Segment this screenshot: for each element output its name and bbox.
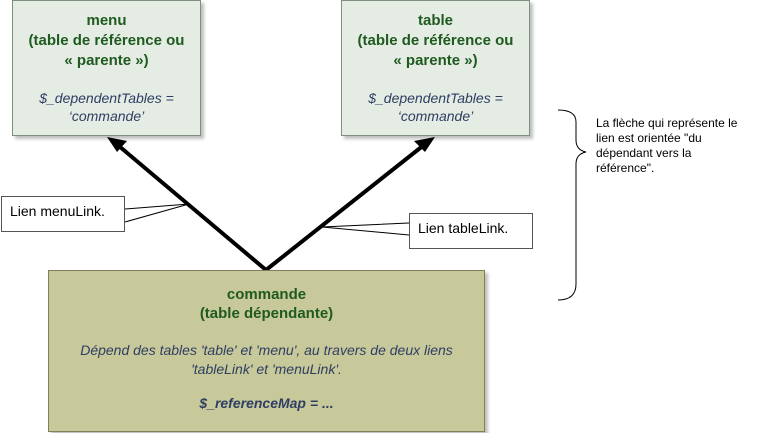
brace-note-line: dépendant vers la — [596, 146, 692, 160]
node-table-var-line: $_dependentTables = — [368, 90, 503, 106]
node-commande-reference-map: $_referenceMap = ... — [199, 395, 334, 411]
node-menu-dependent-tables: $_dependentTables = ‘commande’ — [13, 89, 200, 125]
node-menu-title-line: (table de référence ou — [28, 32, 185, 49]
node-commande-description: Dépend des tables 'table' et 'menu', au … — [49, 341, 484, 379]
node-commande-title-line: commande — [226, 286, 307, 303]
node-menu-title: menu (table de référence ou « parente ») — [13, 11, 200, 71]
node-commande: commande (table dépendante) Dépend des t… — [48, 270, 485, 432]
brace-shape — [557, 109, 587, 301]
node-menu-title-line: « parente ») — [64, 52, 149, 69]
node-table-title-line: table — [417, 12, 453, 29]
arrow-to-table — [264, 139, 431, 272]
arrow-head-menu — [107, 137, 127, 152]
brace-note-line: La flèche qui représente le — [596, 116, 738, 130]
node-commande-desc-line: Dépend des tables 'table' et 'menu', au … — [80, 342, 453, 358]
brace-note-line: référence". — [596, 161, 655, 175]
node-commande-desc-line: 'tableLink' et 'menuLink'. — [191, 361, 342, 377]
node-table-dependent-tables: $_dependentTables = ‘commande’ — [342, 89, 529, 125]
brace-note: La flèche qui représente le lien est ori… — [596, 116, 761, 176]
node-menu-var-line: ‘commande’ — [68, 108, 145, 124]
node-table: table (table de référence ou « parente »… — [341, 0, 530, 136]
arrow-to-menu — [111, 139, 268, 272]
arrow-head-table — [414, 137, 435, 152]
leader-tablelink — [321, 222, 410, 236]
node-table-title-line: « parente ») — [393, 52, 478, 69]
node-menu: menu (table de référence ou « parente »)… — [12, 0, 201, 136]
leader-menulink — [124, 203, 190, 223]
brace-note-line: lien est orientée "du — [596, 131, 702, 145]
node-table-var-line: ‘commande’ — [397, 108, 474, 124]
node-commande-title-line: (table dépendante) — [199, 305, 334, 322]
node-commande-title: commande (table dépendante) — [49, 285, 484, 323]
node-table-title: table (table de référence ou « parente »… — [342, 11, 529, 71]
callout-menulink: Lien menuLink. — [1, 196, 125, 232]
node-table-title-line: (table de référence ou — [357, 32, 514, 49]
callout-tablelink: Lien tableLink. — [409, 213, 533, 249]
node-menu-title-line: menu — [86, 12, 127, 29]
node-menu-var-line: $_dependentTables = — [39, 90, 174, 106]
